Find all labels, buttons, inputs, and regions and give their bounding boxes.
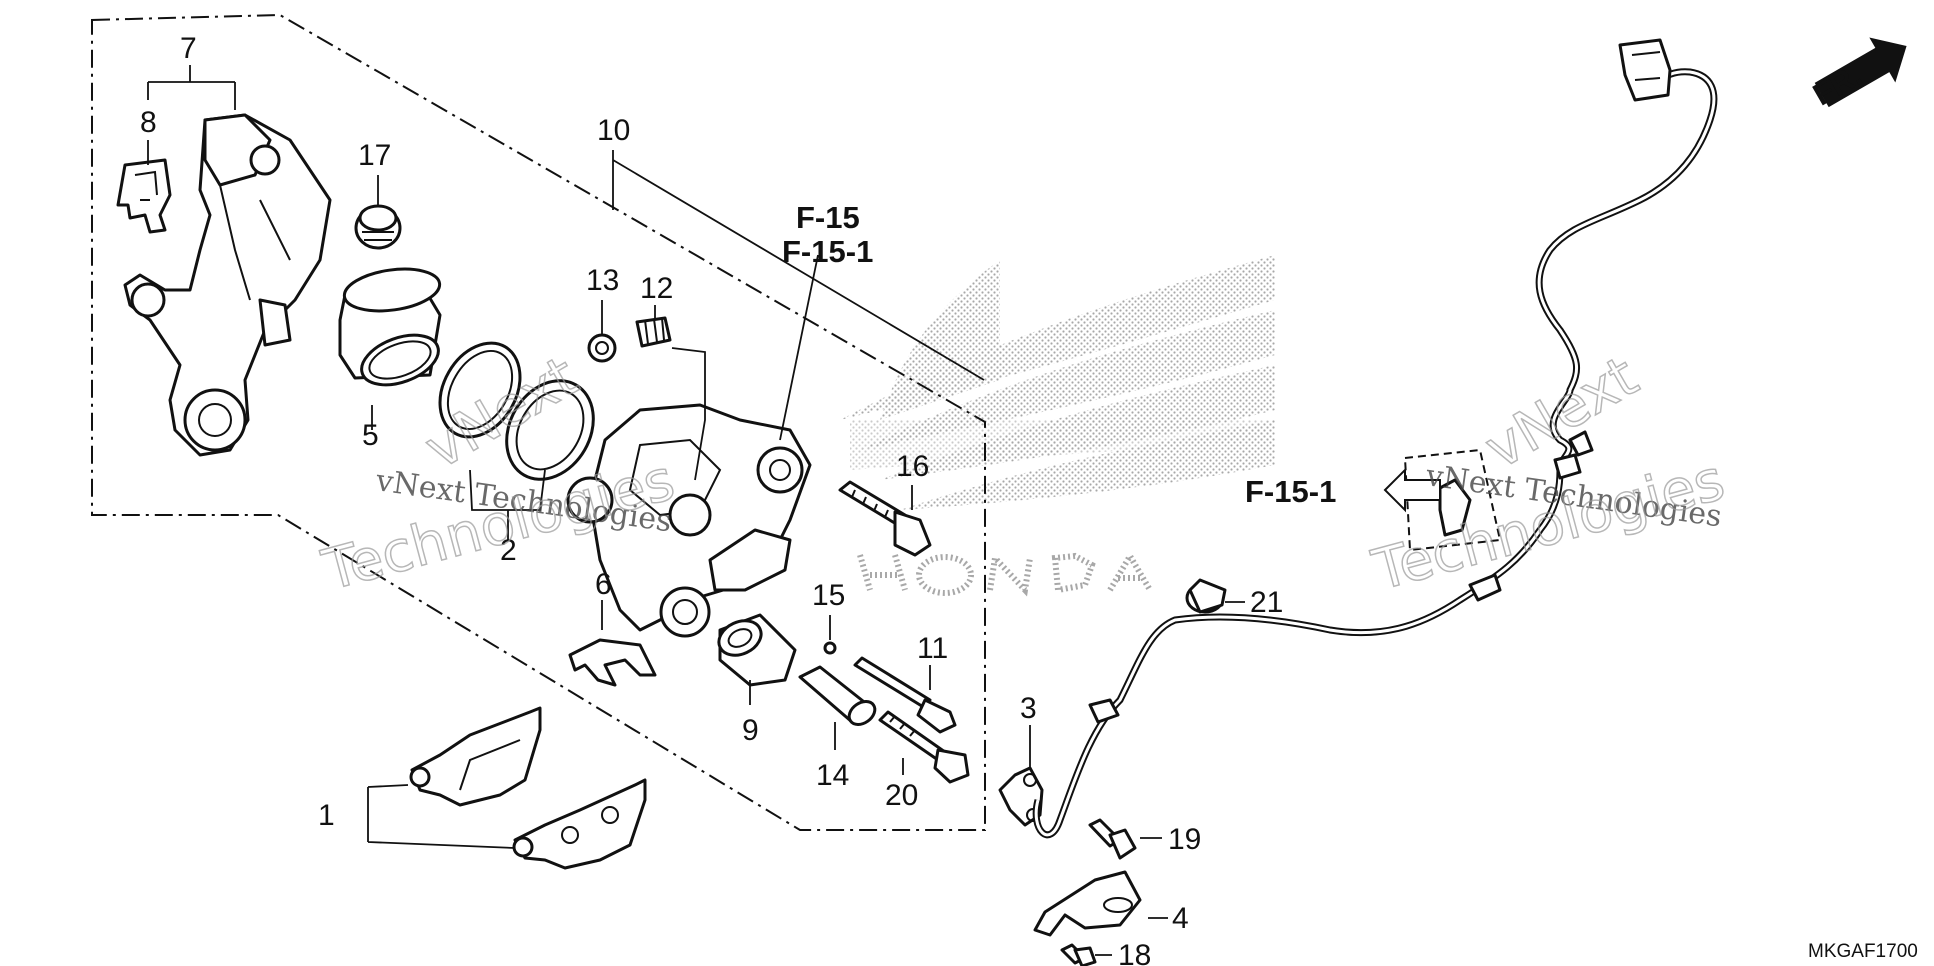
part-label-16[interactable]: 16: [896, 450, 929, 483]
part-label-14[interactable]: 14: [816, 759, 849, 792]
sensor-bolt: [1088, 818, 1137, 860]
part-label-17[interactable]: 17: [358, 139, 391, 172]
part-label-7[interactable]: 7: [180, 32, 197, 65]
watermark-right: vNext Technologies vNext Technologies: [1365, 343, 1732, 604]
ref-clamp-detail: [1403, 448, 1502, 552]
part-label-5[interactable]: 5: [362, 419, 379, 452]
sleeve: [798, 665, 877, 726]
part-label-15[interactable]: 15: [812, 579, 845, 612]
part-label-20[interactable]: 20: [885, 779, 918, 812]
brake-pad-set: [409, 706, 647, 870]
part-label-6[interactable]: 6: [595, 568, 612, 601]
caliper-body: [566, 403, 812, 638]
part-label-8[interactable]: 8: [140, 106, 157, 139]
honda-wing-logo: [840, 255, 1275, 597]
sensor-stay: [1033, 870, 1142, 937]
part-label-3[interactable]: 3: [1020, 692, 1037, 725]
caliper-pin: [853, 656, 957, 734]
ref-f15-1-top[interactable]: F-15-1: [782, 234, 873, 269]
ref-arrow-left: [1383, 467, 1441, 513]
part-label-19[interactable]: 19: [1168, 823, 1201, 856]
ref-f15[interactable]: F-15: [796, 200, 860, 235]
wire-clamp: [1185, 578, 1227, 614]
assembly-outline: [91, 13, 986, 831]
part-label-4[interactable]: 4: [1172, 902, 1189, 935]
bracket-retainer: [116, 158, 172, 234]
ref-f15-1-side[interactable]: F-15-1: [1245, 474, 1336, 509]
honda-wordmark: [857, 550, 1153, 597]
pad-spring: [568, 638, 657, 687]
bleed-cap: [587, 333, 617, 363]
front-direction-arrow: [1814, 37, 1907, 108]
mounting-bolt: [838, 480, 932, 557]
part-label-1[interactable]: 1: [318, 799, 335, 832]
sensor-wire: [1032, 68, 1718, 839]
piston-seal: [438, 341, 522, 439]
part-label-12[interactable]: 12: [640, 272, 673, 305]
pin-boot: [354, 204, 402, 250]
caliper-bracket: [123, 113, 332, 457]
stay-bolt: [1060, 943, 1097, 966]
part-label-2[interactable]: 2: [500, 534, 517, 567]
dust-seal: [505, 379, 595, 481]
leader-lines: [147, 65, 1245, 956]
caliper-bolt: [878, 710, 970, 784]
diagram-code: MKGAF1700: [1808, 941, 1918, 962]
part-label-21[interactable]: 21: [1250, 586, 1283, 619]
part-numbers: 1 2 3 4 5 6 7 8 9 10 11 12 13 14 15 16 1…: [140, 32, 1283, 966]
part-label-11[interactable]: 11: [917, 632, 948, 665]
part-label-10[interactable]: 10: [597, 114, 630, 147]
sensor-connector: [1618, 38, 1672, 102]
piston: [338, 267, 442, 387]
part-label-9[interactable]: 9: [742, 714, 759, 747]
small-o-ring: [823, 641, 837, 655]
part-label-18[interactable]: 18: [1118, 939, 1151, 966]
pin-sleeve: [717, 613, 797, 687]
part-label-13[interactable]: 13: [586, 264, 619, 297]
bleed-screw: [635, 316, 672, 348]
